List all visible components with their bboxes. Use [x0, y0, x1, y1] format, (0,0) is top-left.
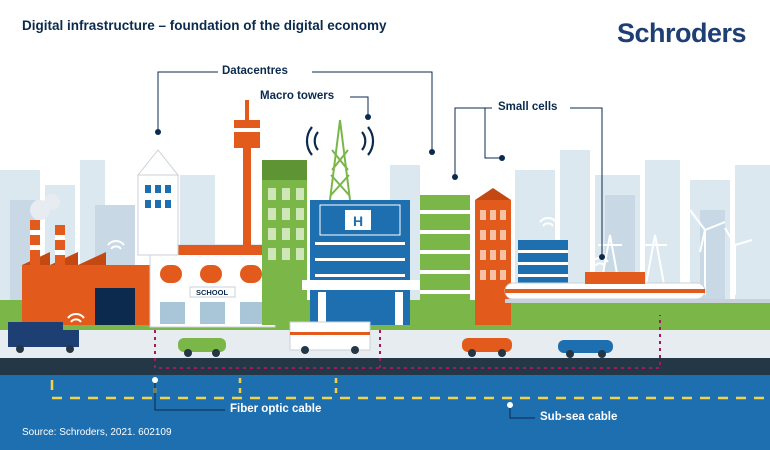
- observation-tower: [234, 100, 260, 245]
- antenna-signal-icon: [305, 126, 375, 156]
- source-note: Source: Schroders, 2021. 602109: [22, 427, 172, 438]
- train: [504, 272, 770, 303]
- wind-turbines: [689, 209, 753, 295]
- orange-car: [462, 338, 512, 357]
- sidewalk: [0, 330, 770, 358]
- ambulance: [289, 321, 371, 354]
- page-title: Digital infrastructure – foundation of t…: [22, 18, 387, 33]
- brand-logo: Schroders: [616, 18, 747, 48]
- callout-fiber-optic-cable: Fiber optic cable: [230, 403, 322, 415]
- callout-sub-sea-cable: Sub-sea cable: [540, 411, 618, 423]
- callout-small-cells: Small cells: [498, 101, 558, 113]
- hospital-sign: H: [353, 213, 363, 229]
- orange-tower: [475, 188, 511, 325]
- green-office: [262, 160, 307, 325]
- macro-tower: [329, 119, 351, 201]
- callout-macro-towers: Macro towers: [260, 90, 335, 102]
- callout-dots: [152, 114, 605, 408]
- fiber-optic-cable: [50, 380, 770, 400]
- road: [0, 358, 770, 375]
- hospital-building: [302, 200, 420, 325]
- school-sign: SCHOOL: [196, 288, 229, 297]
- green-car: [178, 338, 226, 357]
- callout-datacentres: Datacentres: [222, 65, 288, 77]
- factory: [22, 194, 150, 325]
- blue-car: [558, 340, 613, 358]
- datacentre-tower-left: [136, 149, 180, 256]
- magenta-underground-line: [154, 315, 661, 369]
- green-residential: [420, 195, 470, 325]
- school-building: [149, 244, 276, 328]
- truck: [8, 322, 79, 353]
- callout-leaders: [154, 71, 603, 419]
- sea: [0, 375, 770, 450]
